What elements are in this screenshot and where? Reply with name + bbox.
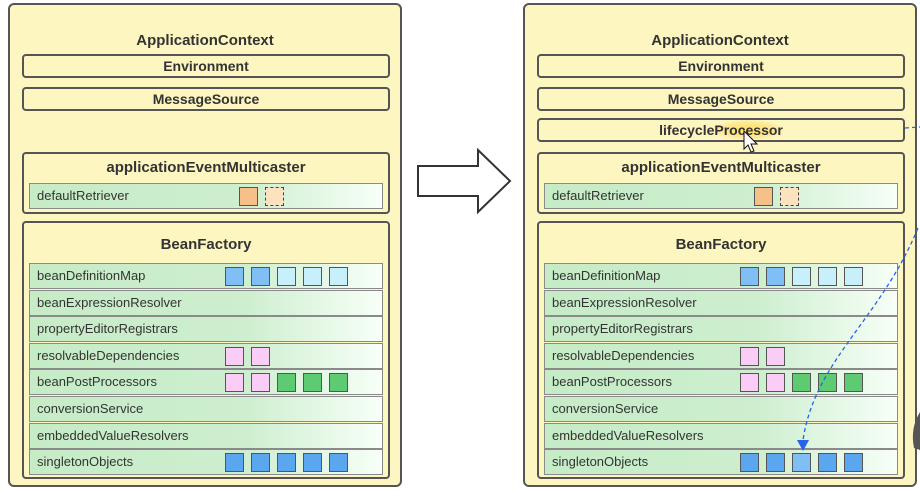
resolvable-dependencies-row: resolvableDependencies [544, 342, 898, 369]
bean-square-icon [740, 453, 759, 473]
bean-square-icon [251, 453, 270, 473]
bean-square-icon [792, 453, 811, 473]
bean-square-icon [792, 373, 811, 393]
bean-square-icon [329, 267, 348, 286]
default-retriever-row: defaultRetriever [544, 183, 898, 209]
bean-square-icon [225, 373, 244, 393]
bean-definition-map-label: beanDefinitionMap [552, 268, 661, 283]
bean-factory-group: BeanFactory beanDefinitionMap beanExpress… [537, 221, 905, 479]
bean-definition-map-label: beanDefinitionMap [37, 268, 146, 283]
bean-square-icon [303, 373, 322, 393]
bean-definition-map-row: beanDefinitionMap [544, 263, 898, 289]
bean-square-icon [754, 187, 773, 206]
conversion-service-row: conversionService [29, 396, 383, 422]
bean-post-processors-row: beanPostProcessors [544, 369, 898, 396]
bean-square-icon [844, 453, 863, 473]
bean-square-icon [251, 346, 270, 366]
bean-square-icon [766, 346, 785, 366]
event-multicaster-group: applicationEventMulticaster defaultRetri… [537, 152, 905, 214]
resolvable-dependencies-label: resolvableDependencies [37, 347, 180, 363]
bean-square-icon [766, 267, 785, 286]
bean-square-icon [844, 267, 863, 286]
singleton-objects-label: singletonObjects [552, 454, 649, 470]
bean-definition-map-row: beanDefinitionMap [29, 263, 383, 289]
application-context-title: ApplicationContext [136, 32, 274, 49]
bean-expression-resolver-label: beanExpressionResolver [37, 294, 182, 310]
bean-square-icon [277, 267, 296, 286]
embedded-value-resolvers-row: embeddedValueResolvers [29, 422, 383, 449]
singleton-objects-row: singletonObjects [544, 449, 898, 476]
bean-square-icon [818, 373, 837, 393]
conversion-service-label: conversionService [552, 401, 659, 416]
bean-square-icon [740, 267, 759, 286]
bean-square-icon [277, 453, 296, 473]
property-editor-registrars-label: propertyEditorRegistrars [552, 321, 693, 337]
lifecycle-processor-box: lifecycleProcessor [537, 118, 905, 142]
property-editor-registrars-label: propertyEditorRegistrars [37, 321, 178, 337]
bean-square-icon [844, 373, 863, 393]
lifecycle-processor-suffix: Processor [714, 120, 783, 140]
message-source-box: MessageSource [537, 87, 905, 111]
bean-factory-title: BeanFactory [160, 236, 252, 253]
conversion-service-row: conversionService [544, 396, 898, 422]
embedded-value-resolvers-label: embeddedValueResolvers [552, 427, 704, 443]
mouse-cursor-icon [743, 129, 759, 153]
bean-square-icon [303, 453, 322, 473]
property-editor-registrars-row: propertyEditorRegistrars [544, 316, 898, 343]
lifecycle-processor-prefix: lifecycle [659, 122, 715, 138]
edge-shape-icon [912, 412, 920, 450]
bean-square-icon [251, 267, 270, 286]
event-multicaster-group: applicationEventMulticaster defaultRetri… [22, 152, 390, 214]
bean-square-icon [265, 187, 284, 206]
bean-expression-resolver-row: beanExpressionResolver [544, 289, 898, 316]
bean-square-icon [251, 373, 270, 393]
bean-square-icon [225, 453, 244, 473]
resolvable-dependencies-label: resolvableDependencies [552, 347, 695, 363]
bean-square-icon [225, 267, 244, 286]
environment-box: Environment [537, 54, 905, 78]
conversion-service-label: conversionService [37, 401, 144, 416]
application-context-title: ApplicationContext [651, 32, 789, 49]
application-context-after: ApplicationContext Environment MessageSo… [523, 3, 917, 487]
event-multicaster-title: applicationEventMulticaster [621, 159, 821, 176]
bean-square-icon [740, 373, 759, 393]
application-context-before: ApplicationContext Environment MessageSo… [8, 3, 402, 487]
resolvable-dependencies-row: resolvableDependencies [29, 342, 383, 369]
bean-post-processors-label: beanPostProcessors [37, 374, 157, 390]
environment-box: Environment [22, 54, 390, 78]
singleton-objects-label: singletonObjects [37, 454, 134, 470]
bean-square-icon [766, 453, 785, 473]
default-retriever-label: defaultRetriever [37, 188, 129, 203]
bean-square-icon [818, 453, 837, 473]
connector-arrowhead-icon [797, 440, 809, 451]
bean-square-icon [792, 267, 811, 286]
event-multicaster-title: applicationEventMulticaster [106, 159, 306, 176]
bean-square-icon [740, 346, 759, 366]
bean-post-processors-row: beanPostProcessors [29, 369, 383, 396]
default-retriever-label: defaultRetriever [552, 188, 644, 203]
bean-square-icon [277, 373, 296, 393]
bean-square-icon [780, 187, 799, 206]
bean-factory-group: BeanFactory beanDefinitionMap beanExpress… [22, 221, 390, 479]
bean-expression-resolver-row: beanExpressionResolver [29, 289, 383, 316]
default-retriever-row: defaultRetriever [29, 183, 383, 209]
bean-square-icon [329, 453, 348, 473]
message-source-box: MessageSource [22, 87, 390, 111]
bean-factory-title: BeanFactory [675, 236, 767, 253]
property-editor-registrars-row: propertyEditorRegistrars [29, 316, 383, 343]
bean-post-processors-label: beanPostProcessors [552, 374, 672, 390]
bean-square-icon [239, 187, 258, 206]
bean-expression-resolver-label: beanExpressionResolver [552, 294, 697, 310]
embedded-value-resolvers-row: embeddedValueResolvers [544, 422, 898, 449]
bean-square-icon [766, 373, 785, 393]
embedded-value-resolvers-label: embeddedValueResolvers [37, 427, 189, 443]
bean-square-icon [225, 346, 244, 366]
bean-square-icon [329, 373, 348, 393]
singleton-objects-row: singletonObjects [29, 449, 383, 476]
bean-square-icon [303, 267, 322, 286]
lifecycle-connector-line [802, 126, 920, 441]
bean-square-icon [818, 267, 837, 286]
